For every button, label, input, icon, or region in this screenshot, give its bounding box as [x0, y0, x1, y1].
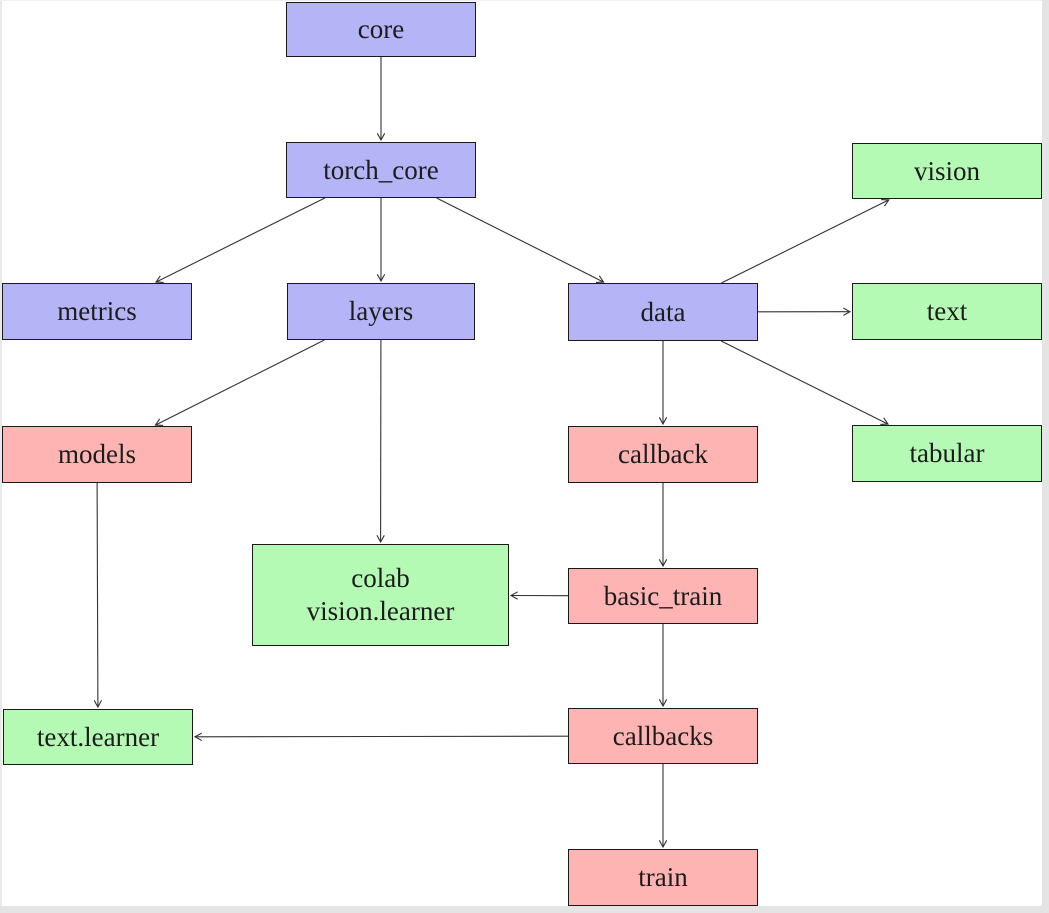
node-vision: vision	[852, 143, 1042, 199]
node-callback-label: callback	[618, 439, 708, 470]
node-tabular-label: tabular	[909, 438, 985, 469]
node-metrics-label: metrics	[57, 296, 137, 327]
node-metrics: metrics	[2, 283, 192, 340]
node-text-label: text	[926, 296, 968, 327]
node-text: text	[852, 283, 1042, 340]
node-callback: callback	[568, 426, 758, 483]
page-edge-right	[1042, 0, 1049, 913]
page-edge-left	[0, 0, 2, 913]
node-tabular: tabular	[852, 425, 1042, 482]
node-basic-train-label: basic_train	[603, 580, 723, 611]
node-core-label: core	[357, 14, 405, 45]
page-edge-top	[0, 0, 1049, 1]
node-colab-vision-learner: colab vision.learner	[252, 544, 509, 646]
edge-layers-to-models	[154, 339, 325, 426]
edge-models-to-text_learner	[93, 482, 103, 709]
edge-torch_core-to-data	[436, 197, 605, 283]
node-models-label: models	[58, 439, 136, 470]
node-data-label: data	[640, 296, 686, 327]
node-vision-label: vision	[913, 155, 980, 186]
node-core: core	[286, 2, 476, 57]
node-layers-label: layers	[348, 296, 414, 327]
node-torch-core: torch_core	[286, 142, 476, 198]
node-train-label: train	[638, 862, 688, 893]
node-text-learner: text.learner	[3, 709, 193, 765]
edge-callbacks-to-text_learner	[193, 732, 569, 741]
node-colab-vision-learner-label: colab vision.learner	[306, 563, 455, 626]
edge-data-to-tabular	[720, 340, 890, 425]
node-callbacks-label: callbacks	[612, 720, 714, 751]
node-callbacks: callbacks	[568, 708, 758, 764]
node-train: train	[568, 849, 758, 906]
node-basic-train: basic_train	[568, 568, 758, 624]
edge-torch_core-to-metrics	[154, 197, 326, 283]
node-data: data	[568, 283, 758, 341]
node-models: models	[2, 426, 192, 483]
node-layers: layers	[287, 283, 475, 340]
page-edge-bottom	[0, 906, 1049, 913]
node-text-learner-label: text.learner	[36, 721, 160, 752]
edge-data-to-vision	[721, 199, 890, 284]
node-torch-core-label: torch_core	[323, 154, 439, 185]
